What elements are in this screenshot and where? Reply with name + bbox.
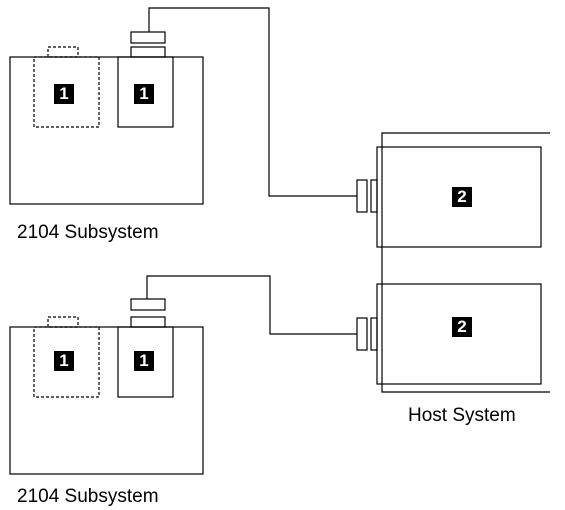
host-adapter-badge-2: 2 [452, 317, 472, 337]
host-connector-1-inner [370, 179, 378, 213]
subsystem-2-slot-connector-dashed [47, 316, 79, 328]
host-system-label: Host System [408, 405, 516, 426]
subsystem-1-label: 2104 Subsystem [17, 222, 159, 243]
cable-1 [148, 7, 357, 197]
subsystem-1-slot-badge-2: 1 [134, 84, 154, 104]
cable-2 [146, 275, 357, 335]
subsystem-1-slot-badge-1: 1 [54, 84, 74, 104]
subsystem-1-connector-plug [130, 31, 166, 44]
host-connector-1-outer [356, 179, 368, 213]
host-enclosure [381, 132, 550, 393]
subsystem-1-enclosure [9, 56, 204, 205]
subsystem-2-connector-plug [130, 298, 166, 311]
subsystem-2-connector-base [130, 316, 166, 328]
host-connector-2-outer [356, 317, 368, 351]
subsystem-2-slot-badge-2: 1 [134, 351, 154, 371]
subsystem-2-slot-badge-1: 1 [54, 351, 74, 371]
subsystem-2-label: 2104 Subsystem [17, 486, 159, 507]
subsystem-2-enclosure [9, 326, 204, 475]
subsystem-1-connector-base [130, 46, 166, 58]
host-adapter-badge-1: 2 [452, 187, 472, 207]
host-connector-2-inner [370, 317, 378, 351]
subsystem-1-slot-connector-dashed [47, 46, 79, 58]
